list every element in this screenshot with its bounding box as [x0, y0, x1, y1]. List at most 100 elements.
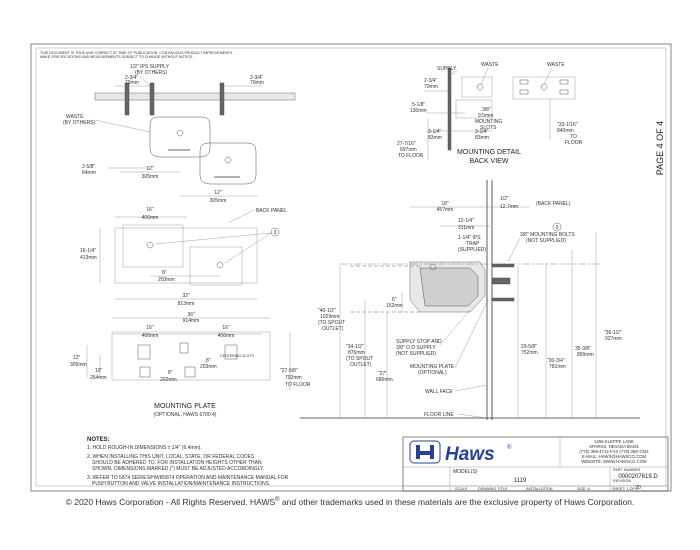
back-dim-height-mm: 413mm	[80, 255, 97, 261]
side-plate-2: (OPTIONAL)	[418, 370, 447, 376]
detail-dim-27-note: TO FLOOR	[398, 153, 424, 159]
detail-dim-518-in: 5-1/8"	[412, 102, 425, 108]
side-dim-3612-mm: 927mm	[605, 336, 622, 342]
side-dim-4012-mm: 1029mm	[320, 314, 339, 320]
plate-dim-16a-in: 16"	[146, 325, 154, 331]
detail-dim-33-in: "33-1/16"	[557, 122, 578, 128]
front-view: 1/2" IPS SUPPLY (BY OTHERS) 2-3/4" 70mm …	[63, 64, 296, 204]
left-bowl	[149, 116, 211, 158]
detail-dim-314a-mm: 83mm	[428, 135, 442, 141]
side-dim-half-in: 1/2"	[500, 196, 509, 202]
plate-dim-8b-in: 8"	[168, 370, 173, 376]
plate-dim-36-in: 36"	[187, 312, 195, 318]
copyright-reg: ®	[275, 497, 280, 504]
mounting-bolt-1	[491, 263, 515, 268]
detail-slots-1: 3/8"	[482, 107, 491, 113]
detail-right-waste	[540, 83, 548, 91]
back-panel-left-cutout	[122, 224, 184, 268]
side-dim-3538-mm: 899mm	[577, 352, 594, 358]
detail-right-plate	[512, 76, 576, 100]
back-callout-circle	[270, 227, 280, 237]
detail-dim-33-mm: 840mm	[557, 128, 574, 134]
detail-waste-label-2: WASTE	[547, 62, 565, 68]
side-bolts-1: 3/8" MOUNTING BOLTS	[520, 232, 575, 238]
front-supply-label-1: 1/2" IPS SUPPLY	[130, 64, 170, 70]
side-dim-3538-in: 35-3/8"	[575, 346, 591, 352]
back-dim-8-mm: 203mm	[158, 277, 175, 283]
part-label: PART NUMBER	[613, 468, 640, 472]
back-dim-16-mm: 406mm	[142, 215, 159, 221]
fountain-spout	[429, 263, 437, 271]
note-1: 1. HOLD ROUGH-IN DIMENSIONS ± 1/4" (6.4m…	[87, 445, 202, 451]
drawing-title-label: DRAWING TITLE	[478, 487, 508, 491]
detail-slots-2: 9.5mm	[478, 113, 493, 119]
plate-dim-10-in: 10"	[95, 368, 103, 374]
front-dim-right-in: 2-3/4"	[250, 75, 263, 81]
plate-dim-8b-mm: 202mm	[160, 377, 177, 383]
mounting-plate-view: 36" 914mm 16" 406mm 16" 406mm 12" 305mm …	[70, 312, 311, 418]
detail-title: MOUNTING DETAIL	[457, 149, 521, 156]
back-panel-label: BACK PANEL	[256, 208, 287, 214]
mounting-detail-view: SUPPLY WASTE WASTE 2-3/4" 70mm 5-1/8" 13…	[397, 62, 583, 165]
plate-dim-16a-mm: 406mm	[142, 333, 159, 339]
front-dim-12b-in: 12"	[214, 190, 222, 196]
scale-label: SCALE	[455, 487, 468, 491]
plate-dim-12-mm: 305mm	[70, 362, 87, 368]
copyright-post: and other trademarks used in these mater…	[279, 497, 635, 507]
plate-dim-10-mm: 254mm	[90, 375, 107, 381]
title-block-frame	[402, 436, 669, 492]
addr-5: WEBSITE: WWW.HAWSCO.COM	[581, 459, 647, 464]
detail-waste-label: WASTE	[481, 62, 499, 68]
front-wall-bar	[94, 92, 296, 101]
detail-dim-33-note-1: TO	[570, 134, 577, 140]
model-number: 1119	[514, 478, 527, 484]
right-bowl-drain	[224, 156, 232, 164]
page-label: PAGE 4 OF 4	[655, 121, 665, 175]
detail-slots-4: SLOTS	[480, 125, 497, 131]
side-dim-half-mm: 12.7mm	[500, 204, 518, 210]
plate-outline	[111, 331, 271, 381]
plate-dim-36-mm: 914mm	[183, 318, 200, 324]
back-panel-view: 16" 406mm BACK PANEL 16-1/4" 413mm 8" 20…	[80, 207, 287, 307]
back-panel-outline	[114, 227, 258, 284]
side-dim-6-in: 6"	[392, 297, 397, 303]
note-3b: PUSH BUTTON AND VALVE INSTALLATION/MAINT…	[92, 481, 270, 487]
copyright-pre: © 2020 Haws Corporation - All Rights Res…	[65, 497, 276, 507]
haws-reg: ®	[507, 444, 512, 451]
back-panel-right-cutout	[189, 246, 243, 286]
front-supply-label-2: (BY OTHERS)	[135, 70, 167, 76]
detail-dim-234-in: 2-3/4"	[424, 78, 437, 84]
addr-3: (775) 359-4712 FAX (775) 359-7424	[579, 449, 649, 454]
side-dim-18-in: 18"	[441, 201, 449, 207]
detail-dim-27-mm: 697mm	[400, 147, 417, 153]
haws-wordmark: Haws	[445, 444, 495, 465]
mounting-bolt-2	[491, 297, 515, 302]
back-right-hole	[216, 261, 224, 269]
plate-dim-16b-mm: 406mm	[218, 333, 235, 339]
front-dim-12a-mm: 305mm	[142, 174, 159, 180]
notes-heading: NOTES:	[87, 437, 110, 443]
note-2b: SHOULD BE ADHERED TO. FOR INSTALLATION H…	[92, 460, 262, 466]
plate-slot-center	[179, 342, 189, 354]
installation-label: INSTALLATION	[526, 487, 553, 491]
back-dim-height-in: 16-1/4"	[80, 248, 96, 254]
front-dim-left-in: 2-3/4"	[125, 75, 138, 81]
detail-left-plate	[461, 76, 493, 98]
plate-slot-center-bottom	[184, 366, 196, 378]
note-2c: SHOWN, DIMENSIONS MARKED (") MUST BE ADJ…	[92, 466, 264, 472]
addr-4: E-MAIL: HAWS@HAWSCO.COM	[582, 454, 647, 459]
side-dim-27-mm: 686mm	[376, 377, 393, 383]
back-dim-16-in: 16"	[146, 207, 154, 213]
side-callout-circle	[552, 222, 562, 232]
detail-dim-314b-in: 3-1/4"	[475, 129, 488, 135]
detail-dim-33-note-2: FLOOR	[565, 140, 583, 146]
side-dim-4012-note-1: (TO SPOUT	[318, 320, 345, 326]
side-stop-2: 3/8" O.D SUPPLY	[396, 345, 436, 351]
side-dim-2958-mm: 752mm	[521, 350, 538, 356]
back-dim-32-in: 32"	[182, 293, 190, 299]
plate-dim-16b-in: 16"	[222, 325, 230, 331]
note-3a: 3. REFER TO 5874 SERIES/HWR5874 OPERATIO…	[87, 475, 289, 481]
detail-supply-pipe	[447, 67, 452, 151]
side-bolts-2: (NOT SUPPLIED)	[526, 238, 566, 244]
